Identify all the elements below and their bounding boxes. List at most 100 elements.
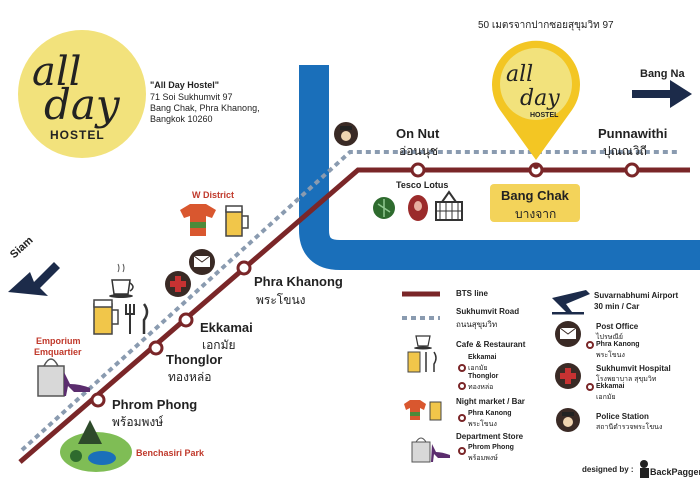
credit-brand: BackPagger	[650, 467, 700, 477]
coffee-cup-icon	[109, 263, 134, 298]
high-heel-icon	[64, 372, 90, 396]
beer-mug-icon	[407, 351, 421, 373]
legend-bullet	[458, 447, 466, 455]
police-officer-icon	[334, 122, 358, 146]
hospital-cross-icon	[555, 363, 581, 389]
station-phrom-phong-th: พร้อมพงษ์	[112, 415, 164, 429]
logo-text-all: all	[32, 49, 82, 95]
station-phrom-phong-en: Phrom Phong	[112, 397, 198, 412]
legend-cafe-sub: Thonglor	[468, 373, 499, 380]
hostel-pin-icon	[491, 40, 580, 169]
bts-line	[18, 167, 690, 464]
airplane-icon	[552, 290, 590, 315]
sukhumvit-road-line	[20, 150, 680, 452]
station-thonglor-en: Thonglor	[166, 352, 223, 367]
station-phra-khanong-en: Phra Khanong	[254, 274, 343, 289]
station-dot-on-nut	[410, 162, 426, 178]
legend-dept-sub-th: พร้อมพงษ์	[468, 455, 498, 462]
legend-bullet	[586, 383, 594, 391]
legend-hospital-sub: Ekkamai	[596, 383, 625, 390]
beer-mug-icon	[225, 205, 249, 237]
high-heel-icon	[431, 444, 450, 462]
legend-bullet	[458, 382, 466, 390]
legend-dept-sub: Phrom Phong	[468, 444, 514, 451]
place-w-district: W District	[192, 190, 235, 200]
logo-text-day: day	[44, 80, 120, 129]
station-phra-khanong-th: พระโขนง	[256, 293, 306, 307]
beer-mug-icon	[93, 299, 119, 335]
envelope-icon	[555, 321, 581, 347]
logo-text-hostel: HOSTEL	[50, 128, 105, 142]
legend-post-sub-th: พระโขนง	[596, 352, 625, 359]
place-emquartier: Emquartier	[34, 347, 82, 357]
station-on-nut-en: On Nut	[396, 126, 440, 141]
address-line: Bang Chak, Phra Khanong,	[150, 103, 260, 113]
legend-dept-label: Department Store	[456, 432, 524, 441]
legend-bullet	[458, 364, 466, 372]
pin-logo-day: day	[520, 86, 560, 111]
park-icon	[60, 420, 132, 472]
meat-icon	[408, 195, 428, 221]
backpacker-icon	[640, 460, 649, 478]
basket-icon	[435, 190, 463, 221]
legend-hospital-label-th: โรงพยาบาล สุขุมวิท	[596, 376, 657, 383]
station-on-nut-th: อ่อนนุช	[399, 144, 438, 158]
station-dot-thonglor	[148, 340, 164, 356]
vegetable-icon	[373, 197, 395, 219]
arrow-right-icon	[632, 80, 692, 108]
station-dot-punnawithi	[624, 162, 640, 178]
address-line: Bangkok 10260	[150, 114, 213, 124]
pin-note: 50 เมตรจากปากซอยสุขุมวิท 97	[478, 20, 614, 31]
station-bang-chak-label-box	[490, 184, 580, 222]
station-ekkamai-en: Ekkamai	[200, 320, 253, 335]
legend-post-label-th: ไปรษณีย์	[596, 334, 623, 341]
legend-hospital-sub-th: เอกมัย	[596, 394, 616, 401]
legend-police-label: Police Station	[596, 412, 649, 421]
hostel-logo	[18, 30, 146, 158]
hospital-cross-icon	[165, 271, 191, 297]
shirt-icon	[404, 400, 426, 420]
station-dot-phrom-phong	[90, 392, 106, 408]
place-tesco: Tesco Lotus	[396, 180, 449, 190]
station-ekkamai-th: เอกมัย	[202, 338, 236, 352]
legend-night-sub: Phra Kanong	[468, 410, 512, 417]
envelope-icon	[189, 249, 215, 275]
police-officer-icon	[556, 408, 580, 432]
legend-bts-label: BTS line	[456, 289, 489, 298]
station-punnawithi-en: Punnawithi	[598, 126, 668, 141]
station-bang-chak-en: Bang Chak	[501, 188, 569, 203]
legend-airport-label: Suvarnabhumi Airport	[594, 291, 679, 300]
legend-cafe-sub-th: เอกมัย	[468, 365, 488, 372]
place-emporium: Emporium	[36, 336, 81, 346]
address-name: "All Day Hostel"	[150, 80, 220, 90]
legend-cafe-sub-th: ทองหล่อ	[468, 384, 494, 391]
legend-road-label: Sukhumvit Road	[456, 307, 520, 316]
shirt-icon	[180, 204, 216, 236]
address-line: 71 Soi Sukhumvit 97	[150, 92, 233, 102]
beer-mug-icon	[429, 401, 442, 421]
pin-logo-all: all	[506, 62, 534, 87]
station-dot-ekkamai	[178, 312, 194, 328]
coffee-cup-icon	[414, 335, 432, 350]
river	[299, 65, 700, 270]
arrow-left-icon	[8, 262, 60, 296]
fork-knife-icon	[125, 303, 149, 334]
credit-label: designed by :	[582, 465, 634, 474]
legend-bullet	[586, 341, 594, 349]
legend-road-label-th: ถนนสุขุมวิท	[456, 320, 498, 329]
direction-label-east: Bang Na	[640, 68, 685, 80]
pin-logo-hostel: HOSTEL	[530, 112, 559, 119]
legend-post-sub: Phra Kanong	[596, 341, 640, 348]
legend-night-sub-th: พระโขนง	[468, 421, 497, 428]
legend-cafe-sub: Ekkamai	[468, 354, 497, 361]
place-benchasiri-park: Benchasiri Park	[136, 448, 205, 458]
station-bang-chak-th: บางจาก	[515, 207, 557, 221]
legend-cafe-label: Cafe & Restaurant	[456, 340, 526, 349]
legend-post-label: Post Office	[596, 322, 639, 331]
legend-hospital-label: Sukhumvit Hospital	[596, 364, 671, 373]
station-thonglor-th: ทองหล่อ	[168, 370, 212, 384]
fork-knife-icon	[425, 351, 437, 372]
station-punnawithi-th: ปุณณวิถี	[603, 144, 647, 158]
